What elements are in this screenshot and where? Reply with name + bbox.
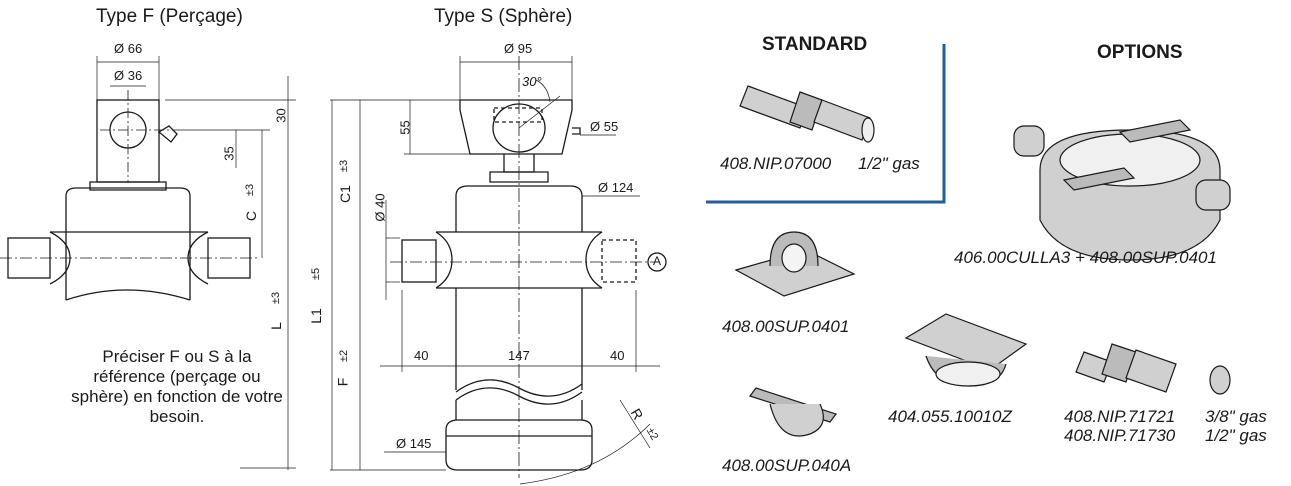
dim-s-width-40-left: 40 [414,348,429,363]
selection-note: Préciser F ou S à la référence (perçage … [71,347,283,426]
dim-s-c1-tolerance: ±3 [338,159,351,173]
nipple-71721-spec: 3/8" gas [1205,407,1267,426]
dim-s-f: F [334,377,351,387]
support-040a-image [749,387,837,437]
dim-s-diameter-55: Ø 55 [590,119,619,134]
nipple-71730-spec: 1/2" gas [1205,426,1267,445]
cylinder-drawings [0,56,667,485]
dim-f-l: L [267,322,284,330]
standard-nipple-ref: 408.NIP.07000 [720,154,832,173]
dim-f-c-tolerance: ±3 [244,183,257,197]
dim-f-diameter-66: Ø 66 [114,41,143,56]
dim-s-diameter-145: Ø 145 [396,436,432,451]
dim-s-width-40-right: 40 [610,348,625,363]
standard-divider-line [706,44,946,204]
dim-f-diameter-36: Ø 36 [114,68,143,83]
dim-f-c: C [243,210,260,222]
standard-heading: STANDARD [762,34,868,55]
support-0401-ref: 408.00SUP.0401 [722,317,850,336]
dim-s-diameter-40: Ø 40 [372,193,388,222]
support-0401-image [734,231,856,297]
bracket-ref: 404.055.10010Z [888,407,1012,426]
dim-s-l1: L1 [307,308,324,324]
options-heading: OPTIONS [1097,42,1183,63]
dim-s-f-tolerance: ±2 [338,349,351,363]
standard-nipple-spec: 1/2" gas [858,154,920,173]
dim-f-l-tolerance: ±3 [270,291,283,305]
type-s-cylinder-drawing [330,56,667,485]
bracket-image [904,313,1028,387]
dim-s-angle-30: 30° [522,74,542,89]
nipple-71721-ref: 408.NIP.71721 [1064,407,1176,426]
dim-s-diameter-124: Ø 124 [598,180,634,195]
nipple-options-image [1075,343,1231,395]
dim-s-diameter-95: Ø 95 [504,41,533,56]
dim-f-height-30: 30 [273,108,289,123]
type-f-cylinder-drawing [0,56,296,470]
accessories-panel [706,44,1231,437]
cradle-ref: 406.00CULLA3 + 408.00SUP.0401 [954,248,1217,267]
nipple-71730-ref: 408.NIP.71730 [1064,426,1176,445]
dim-s-height-55: 55 [397,120,413,135]
detail-a-marker: A [653,254,662,268]
cradle-image [1013,119,1231,261]
nipple-standard-image [739,85,875,143]
type-f-title: Type F (Perçage) [96,6,243,27]
dim-f-height-35: 35 [221,146,237,161]
dim-s-c1: C1 [336,185,353,203]
dim-s-l1-tolerance: ±5 [310,267,323,281]
dim-s-width-147: 147 [508,348,530,363]
support-040a-ref: 408.00SUP.040A [722,456,852,475]
type-s-title: Type S (Sphère) [434,6,573,27]
